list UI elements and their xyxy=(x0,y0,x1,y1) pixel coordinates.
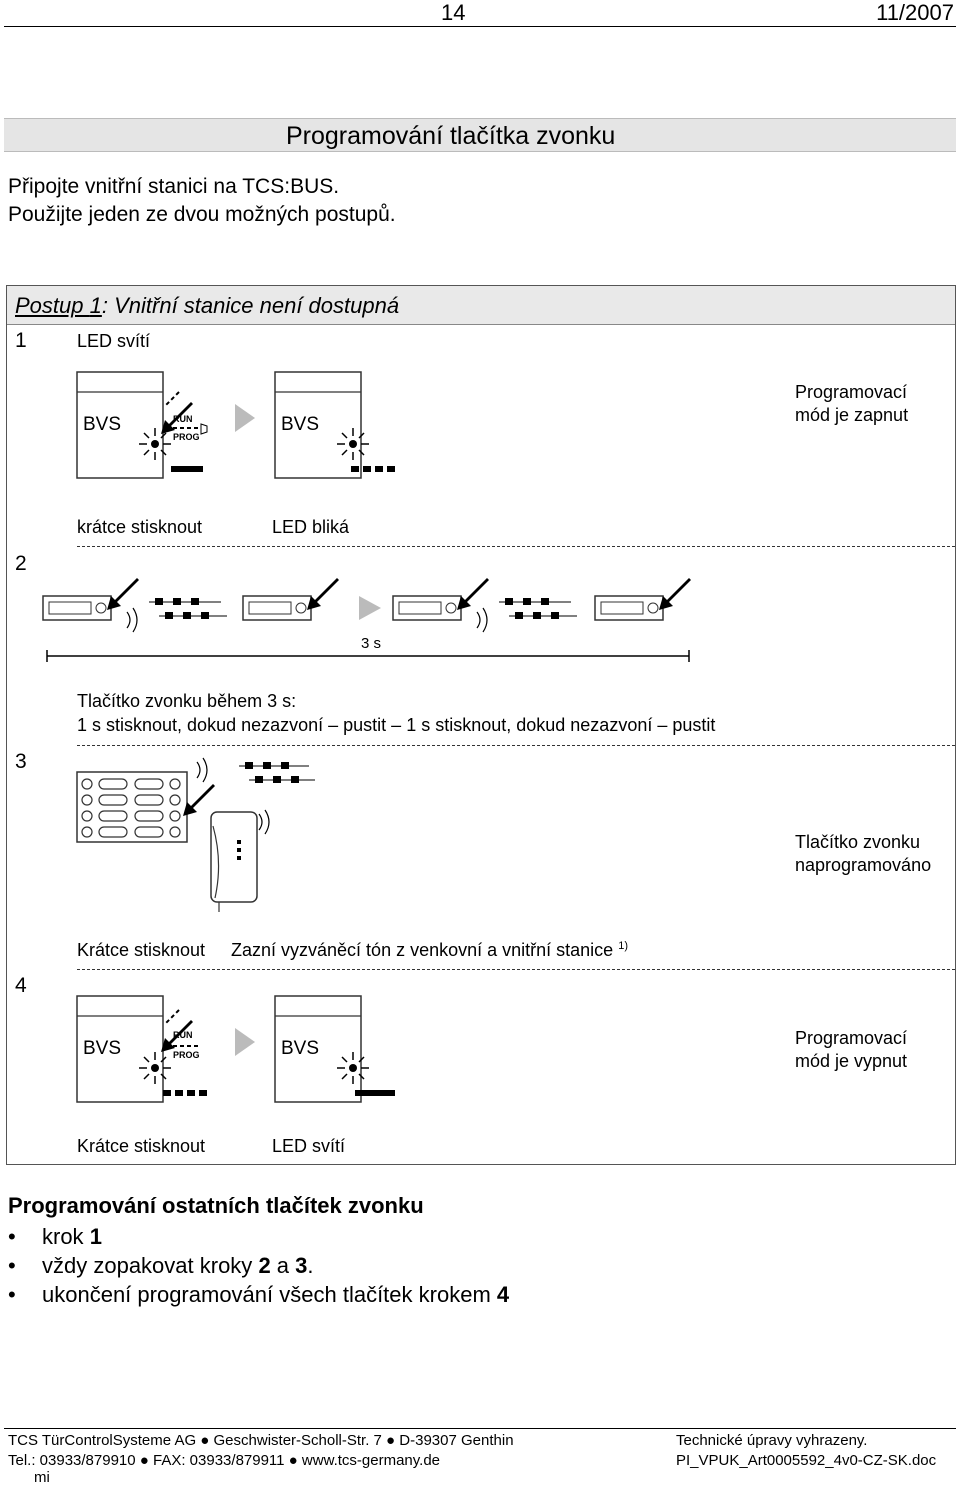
time-label: 3 s xyxy=(361,635,381,652)
step-3-number: 3 xyxy=(15,750,27,773)
intro-line-1: Připojte vnitřní stanici na TCS:BUS. xyxy=(8,175,340,198)
step-1-number: 1 xyxy=(15,329,27,352)
device-label-4: BVS xyxy=(281,1038,319,1059)
other-buttons-list: krok 1 vždy zopakovat kroky 2 a 3. ukonč… xyxy=(8,1222,509,1309)
step-3-caption-tone: Zazní vyzváněcí tón z venkovní a vnitřní… xyxy=(231,940,628,960)
step-4-side-line2: mód je vypnut xyxy=(795,1051,908,1071)
title-bar: Programování tlačítka zvonku xyxy=(4,118,956,152)
step-1-side-line2: mód je zapnut xyxy=(795,405,909,425)
footer-contact-cont: mi xyxy=(34,1469,50,1486)
intro-line-2: Použijte jeden ze dvou možných postupů. xyxy=(8,203,396,226)
step-1-led-text: LED svítí xyxy=(77,331,151,351)
other-buttons-title: Programování ostatních tlačítek zvonku xyxy=(8,1193,424,1218)
step-1-side-line1: Programovací xyxy=(795,382,908,402)
document-date: 11/2007 xyxy=(876,0,954,25)
footer-notice: Technické úpravy vyhrazeny. xyxy=(676,1432,868,1449)
procedure-title: Postup 1: Vnitřní stanice není dostupná xyxy=(15,293,400,318)
step-3-side-line1: Tlačítko zvonku xyxy=(795,832,921,852)
step-divider-3 xyxy=(77,969,955,970)
footer-contact: Tel.: 03933/879910 ● FAX: 03933/879911 ●… xyxy=(8,1452,440,1469)
procedure-header: Postup 1: Vnitřní stanice není dostupná xyxy=(7,286,955,325)
page-number: 14 xyxy=(441,0,466,25)
footer-filename: PI_VPUK_Art0005592_4v0-CZ-SK.doc xyxy=(676,1452,937,1469)
step-1-caption-led: LED bliká xyxy=(272,517,350,537)
list-item: ukončení programování všech tlačítek kro… xyxy=(8,1280,509,1309)
footer-rule xyxy=(4,1428,956,1429)
header-rule xyxy=(4,26,956,27)
step-4-caption-led: LED svítí xyxy=(272,1136,346,1156)
step-4-illustration: BVS RUN PROG BVS xyxy=(76,995,395,1103)
run-label: RUN xyxy=(173,414,193,424)
step-2-text-line1: Tlačítko zvonku během 3 s: xyxy=(77,691,297,711)
prog-label-2: PROG xyxy=(173,1050,200,1060)
device-label-3: BVS xyxy=(83,1038,121,1059)
step-4-caption-press: Krátce stisknout xyxy=(77,1136,206,1156)
footnote-mark: 1) xyxy=(618,940,628,952)
step-2-illustration: 3 s xyxy=(42,578,691,662)
step-divider-1 xyxy=(77,546,955,547)
list-item: krok 1 xyxy=(8,1222,509,1251)
step-2-number: 2 xyxy=(15,552,27,575)
step-divider-2 xyxy=(77,745,955,746)
prog-label: PROG xyxy=(173,432,200,442)
device-label-2: BVS xyxy=(281,414,319,435)
device-label-1: BVS xyxy=(83,414,121,435)
step-3-illustration xyxy=(76,757,315,912)
footer-company: TCS TürControlSysteme AG ● Geschwister-S… xyxy=(8,1432,514,1449)
list-item: vždy zopakovat kroky 2 a 3. xyxy=(8,1251,509,1280)
step-4-side-line1: Programovací xyxy=(795,1028,908,1048)
run-label-2: RUN xyxy=(173,1030,193,1040)
step-4-number: 4 xyxy=(15,974,27,997)
page-title: Programování tlačítka zvonku xyxy=(286,122,616,150)
step-2-text-line2: 1 s stisknout, dokud nezazvoní – pustit … xyxy=(77,715,716,735)
step-3-side-line2: naprogramováno xyxy=(795,855,932,875)
procedure-box: Postup 1: Vnitřní stanice není dostupná … xyxy=(6,285,956,1165)
step-1-illustration: BVS RUN PROG BVS xyxy=(76,371,395,479)
step-3-caption-press: Krátce stisknout xyxy=(77,940,206,960)
step-1-caption-press: krátce stisknout xyxy=(77,517,203,537)
